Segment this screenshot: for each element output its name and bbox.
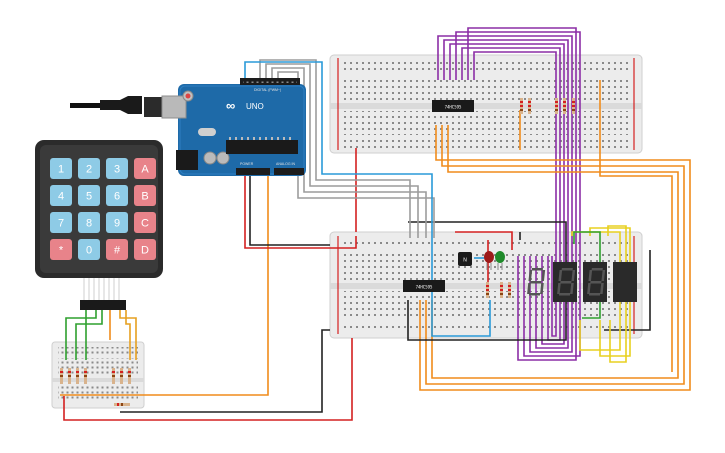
resistor [486, 282, 489, 298]
resistor [114, 403, 130, 406]
keypad-key-6[interactable]: 6 [106, 185, 128, 206]
power-label: POWER [240, 162, 254, 166]
transistor[interactable]: N [458, 252, 472, 266]
keypad-key-2[interactable]: 2 [78, 158, 100, 179]
arduino-uno-board[interactable]: ∞ UNO DIGITAL (PWM~) POWER ANALOG IN [70, 78, 306, 176]
atmega-chip [226, 140, 298, 154]
keypad-key-label: * [59, 245, 64, 257]
purple-wire-bundle [437, 27, 581, 361]
keypad-key-label: 5 [86, 191, 92, 203]
resistor [500, 282, 503, 298]
keypad-key-0[interactable]: 0 [78, 239, 100, 260]
capacitor [203, 151, 217, 165]
resistor [68, 368, 71, 384]
keypad-key-label: 8 [86, 218, 92, 230]
keypad-key-label: 6 [114, 191, 120, 203]
orange-wires [60, 80, 691, 396]
keypad-key-hash[interactable]: # [106, 239, 128, 260]
resistor [84, 368, 87, 384]
keypad-key-5[interactable]: 5 [78, 185, 100, 206]
keypad-key-A[interactable]: A [134, 158, 156, 179]
keypad-key-label: D [141, 245, 149, 257]
resistor [120, 368, 123, 384]
green-wires [65, 231, 601, 360]
svg-text:N: N [463, 258, 467, 264]
capacitor [216, 151, 230, 165]
keypad-key-4[interactable]: 4 [50, 185, 72, 206]
led-red[interactable] [484, 251, 494, 270]
resistor [520, 98, 523, 114]
keypad-key-3[interactable]: 3 [106, 158, 128, 179]
resistor [528, 98, 531, 114]
analog-label: ANALOG IN [276, 162, 296, 166]
keypad-key-star[interactable]: * [50, 239, 72, 260]
keypad-key-label: A [141, 164, 149, 176]
resistors-small-board[interactable] [60, 368, 131, 406]
keypad-key-label: 3 [114, 164, 120, 176]
resistors-top[interactable] [520, 98, 575, 114]
keypad-key-label: 0 [86, 245, 92, 257]
resistor [112, 368, 115, 384]
keypad-key-label: 7 [58, 218, 64, 230]
keypad-key-label: B [141, 191, 148, 203]
keypad-key-D[interactable]: D [134, 239, 156, 260]
keypad-key-C[interactable]: C [134, 212, 156, 233]
resistor [555, 98, 558, 114]
keypad-key-label: 9 [114, 218, 120, 230]
keypad-key-label: 2 [86, 164, 92, 176]
shift-register-middle[interactable]: 74HC595 [403, 280, 445, 292]
usb-cable[interactable] [70, 95, 187, 119]
resistor [572, 98, 575, 114]
keypad-key-label: C [141, 218, 149, 230]
keypad-connector [80, 300, 126, 310]
chip-label-middle: 74HC595 [416, 285, 433, 290]
digital-label: DIGITAL (PWM~) [254, 88, 281, 92]
power-jack[interactable] [176, 150, 198, 170]
led-green[interactable] [495, 251, 505, 270]
keypad-key-9[interactable]: 9 [106, 212, 128, 233]
keypad-key-label: 4 [58, 191, 64, 203]
keypad-ribbon-wires [119, 310, 137, 360]
keypad-key-7[interactable]: 7 [50, 212, 72, 233]
shift-register-top[interactable]: 74HC595 [432, 100, 474, 112]
keypad-keys: 1 2 3 A 4 5 6 B 7 8 9 C * 0 # D [50, 158, 156, 260]
keypad-key-B[interactable]: B [134, 185, 156, 206]
chip-label-top: 74HC595 [445, 105, 462, 110]
resistor [508, 282, 511, 298]
arduino-model-label: UNO [246, 102, 264, 111]
keypad-4x4[interactable]: 1 2 3 A 4 5 6 B 7 8 9 C * 0 # D [35, 140, 163, 310]
resistor [563, 98, 566, 114]
keypad-key-label: 1 [58, 164, 64, 176]
keypad-key-label: # [114, 245, 121, 257]
resistor [60, 368, 63, 384]
keypad-key-1[interactable]: 1 [50, 158, 72, 179]
breadboard-top[interactable] [329, 54, 643, 154]
crystal [198, 128, 216, 136]
analog-header[interactable] [274, 168, 304, 175]
arduino-logo: ∞ [226, 98, 235, 113]
keypad-key-8[interactable]: 8 [78, 212, 100, 233]
resistors-middle[interactable] [486, 282, 511, 298]
seven-segment-displays[interactable] [527, 262, 637, 302]
power-header[interactable] [236, 168, 270, 175]
seven-segment-display-3[interactable] [587, 262, 637, 302]
resistor [128, 368, 131, 384]
resistor [76, 368, 79, 384]
red-wires [63, 148, 513, 421]
